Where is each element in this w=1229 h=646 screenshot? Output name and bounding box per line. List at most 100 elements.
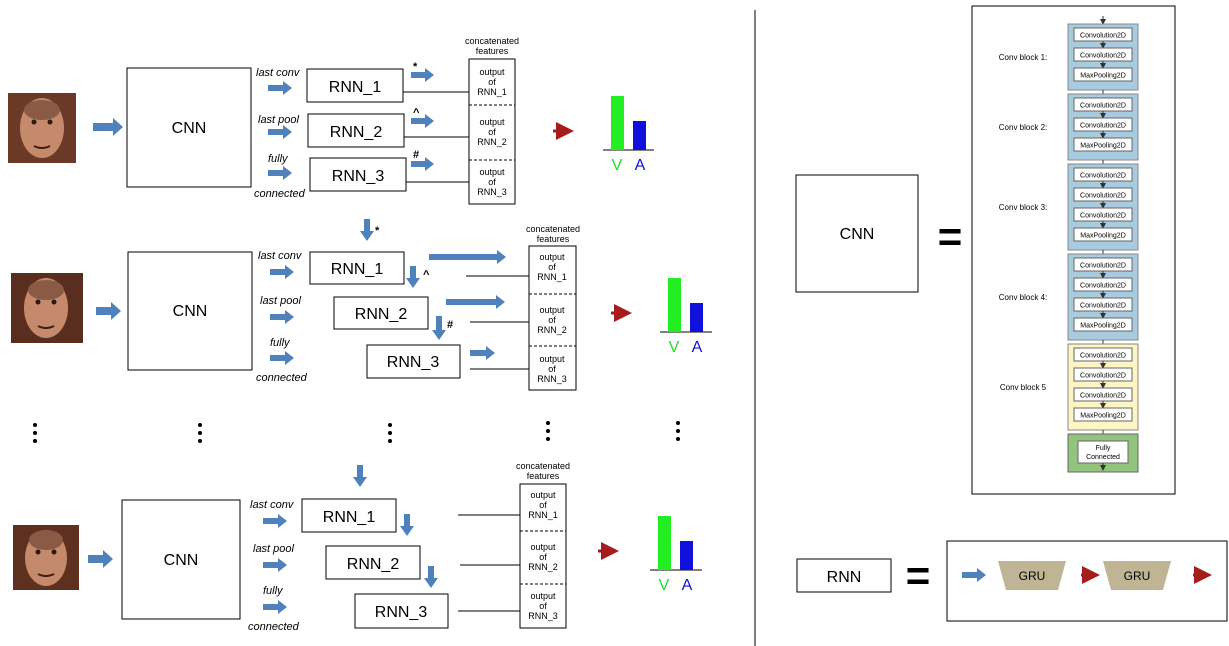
layer-box [1073, 67, 1133, 82]
arrow-face-to-cnn [96, 302, 121, 320]
input-label-last-conv: last conv [250, 499, 295, 511]
bar-v-label: V [669, 339, 680, 356]
bar-a [680, 541, 693, 570]
conv-block-label: Conv block 3: [999, 203, 1047, 212]
features-title-line2: features [537, 234, 570, 244]
pipeline-row-2: CNN last conv last pool fully connected … [11, 224, 712, 391]
arrow-to-rnn2 [263, 558, 287, 572]
input-label-fully: fully [270, 337, 291, 349]
rnn3-box [309, 157, 407, 192]
cnn-label: CNN [840, 226, 875, 243]
cnn-box [121, 499, 241, 620]
fc-label-line1: Fully [1096, 445, 1111, 452]
layer-box [1073, 407, 1133, 422]
layer-label: Convolution2D [1080, 353, 1126, 360]
feature-cell-text: of [539, 500, 547, 510]
feature-cell-text: output [539, 354, 565, 364]
layer-label: Convolution2D [1080, 123, 1126, 130]
cnn-box [127, 251, 253, 371]
feature-cell-text: output [539, 305, 565, 315]
bar-a-label: A [692, 339, 703, 356]
feature-cell-text: of [488, 127, 496, 137]
arrow-to-rnn1 [263, 514, 287, 528]
conv-block-label: Conv block 1: [999, 53, 1047, 62]
rnn1-box [309, 251, 405, 285]
feature-cell-text: RNN_3 [528, 611, 558, 621]
cnn-box [126, 67, 252, 188]
feature-cell-text: of [539, 601, 547, 611]
layer-box [1073, 317, 1133, 332]
feature-cell-text: of [539, 552, 547, 562]
feature-cell-text: RNN_2 [477, 137, 507, 147]
arrow-rnn2-to-rnn3 [424, 566, 438, 588]
marker-hash: # [413, 149, 419, 161]
feature-cell-text: of [548, 315, 556, 325]
feature-cell-text: of [488, 177, 496, 187]
features-title-line2: features [476, 46, 509, 56]
arrow-to-rnn3 [270, 351, 294, 365]
arrow-to-rnn1 [268, 81, 292, 95]
feature-cell-text: of [548, 262, 556, 272]
rnn2-box [333, 296, 429, 330]
cnn-label: CNN [173, 303, 208, 320]
feature-cell-text: RNN_1 [537, 272, 567, 282]
features-title-line1: concatenated [465, 36, 519, 46]
rnn-definition: RNN = GRU GRU [796, 540, 1228, 622]
face-image [8, 93, 76, 163]
arrow-to-rnn3 [263, 600, 287, 614]
rnn1-label: RNN_1 [331, 261, 384, 278]
rnn2-box [307, 113, 405, 148]
layer-label: Convolution2D [1080, 193, 1126, 200]
features-title-line2: features [527, 471, 560, 481]
arrow-rnn3-out [470, 346, 495, 360]
rnn2-label: RNN_2 [355, 306, 408, 323]
layer-label: Convolution2D [1080, 303, 1126, 310]
rnn3-label: RNN_3 [387, 354, 440, 371]
rnn1-label: RNN_1 [329, 79, 382, 96]
layer-label: MaxPooling2D [1080, 323, 1126, 330]
features-title-line1: concatenated [516, 461, 570, 471]
arrow-rnn1-out [411, 68, 434, 82]
input-label-fully: fully [263, 585, 284, 597]
rnn1-box [306, 68, 404, 103]
pipeline-row-3: CNN last conv last pool fully connected … [13, 461, 702, 633]
marker-caret: ^ [423, 269, 430, 281]
layer-label: MaxPooling2D [1080, 143, 1126, 150]
feature-cell-text: output [530, 490, 556, 500]
arrow-down-row1-to-row2 [360, 219, 374, 241]
arrow-into-gru [962, 568, 986, 582]
gru-label: GRU [1019, 569, 1046, 583]
feature-cell-text: output [530, 591, 556, 601]
features-box [519, 483, 567, 629]
feature-cell-text: of [548, 364, 556, 374]
input-label-connected: connected [256, 372, 308, 384]
rnn2-box [325, 545, 421, 580]
fc-label-line2: Connected [1086, 454, 1120, 461]
marker-hash: # [447, 319, 453, 331]
features-box [528, 245, 577, 391]
arrow-rnn2-out [411, 114, 434, 128]
features-title-line1: concatenated [526, 224, 580, 234]
feature-cell-text: output [479, 67, 505, 77]
rnn1-box [301, 498, 397, 533]
cnn-label: CNN [164, 552, 199, 569]
bar-a-label: A [635, 157, 646, 174]
layer-label: Convolution2D [1080, 33, 1126, 40]
layer-box [1073, 137, 1133, 152]
input-label-connected: connected [248, 621, 300, 633]
input-label-fully: fully [268, 153, 289, 165]
feature-cell-text: RNN_1 [528, 510, 558, 520]
input-label-last-pool: last pool [258, 114, 300, 126]
cnn-definition: CNN = Conv block 1:Convolution2DConvolut… [795, 5, 1176, 495]
bar-v [668, 278, 681, 332]
arrow-to-rnn2 [270, 310, 294, 324]
feature-cell-text: output [530, 542, 556, 552]
cnn-box [795, 174, 919, 293]
layer-label: Convolution2D [1080, 103, 1126, 110]
bar-v-label: V [612, 157, 623, 174]
rnn3-label: RNN_3 [332, 168, 385, 185]
arrow-to-rnn2 [268, 125, 292, 139]
gru-unit-1 [998, 561, 1066, 590]
layer-box [1073, 227, 1133, 242]
